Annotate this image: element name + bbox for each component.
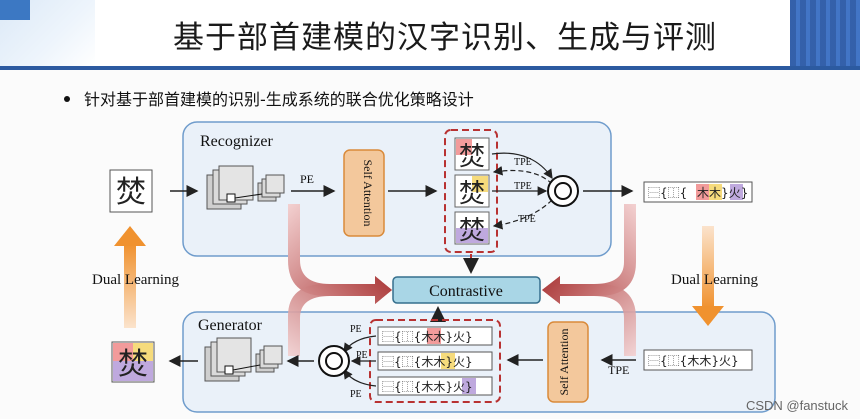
tpe-arrow-1	[491, 152, 553, 179]
highlight-char-3: 焚	[454, 211, 490, 246]
output-char: 焚	[118, 347, 148, 382]
ids-input-bottom: ⿱{⿰{木木}火}	[643, 349, 753, 371]
ids-row-1: ⿱{⿰{木木}火}	[377, 326, 493, 346]
tpe-label-2: TPE	[514, 181, 532, 192]
pe-label-top: PE	[300, 172, 314, 186]
contrastive-box	[392, 276, 541, 304]
highlight-char-2: 焚	[454, 174, 490, 209]
pe-label-1: PE	[350, 324, 362, 335]
ids-row-2: ⿱{⿰{木木}火}	[377, 351, 493, 371]
contrastive-label: Contrastive	[429, 283, 503, 300]
gradient-arrow-br	[542, 276, 636, 356]
title-decoration-right	[790, 0, 860, 66]
svg-text:焚: 焚	[459, 216, 485, 246]
tpe-label-1: TPE	[514, 157, 532, 168]
dual-arrow-left	[124, 244, 136, 328]
highlight-char-1: 焚	[454, 137, 490, 172]
svg-text:焚: 焚	[459, 142, 485, 172]
dual-arrow-right	[702, 226, 714, 308]
decoder-circle-bottom	[318, 345, 350, 377]
title-bar: 基于部首建模的汉字识别、生成与评测	[0, 0, 860, 66]
output-char-box: 焚	[111, 341, 155, 383]
svg-text:⿱{⿰{: ⿱{⿰{	[648, 186, 687, 200]
self-attention-top-label: Self Attention	[361, 160, 375, 227]
bullet-text: 针对基于部首建模的识别-生成系统的联合优化策略设计	[84, 90, 474, 109]
gradient-arrow-bl	[288, 276, 392, 356]
bullet-point: 针对基于部首建模的识别-生成系统的联合优化策略设计	[64, 86, 474, 110]
generator-label: Generator	[198, 317, 263, 334]
ids-row-3: ⿱{⿰{木木}火}	[377, 376, 493, 396]
svg-text:⿱{⿰{木木}火}: ⿱{⿰{木木}火}	[382, 355, 473, 369]
bullet-dot	[64, 95, 70, 102]
dual-learning-right: Dual Learning	[671, 272, 759, 288]
self-attention-box-bottom	[547, 321, 589, 403]
cnn-feature-icon-bottom	[204, 337, 283, 382]
decoder-circle-top	[547, 175, 579, 207]
pe-label-3: PE	[350, 389, 362, 400]
self-attention-box-top	[343, 149, 385, 237]
input-char-box	[109, 169, 153, 213]
pe-label-2: PE	[356, 350, 368, 361]
svg-text:⿱{⿰{木木}火}: ⿱{⿰{木木}火}	[648, 354, 739, 368]
svg-text:⿱{⿰{木木}火}: ⿱{⿰{木木}火}	[382, 380, 473, 394]
title-decoration-left	[0, 0, 95, 66]
input-char: 焚	[116, 175, 146, 210]
slide-title: 基于部首建模的汉字识别、生成与评测	[173, 20, 717, 56]
svg-text:焚: 焚	[459, 179, 485, 209]
ids-output-top: ⿱{⿰{ 木木}火}	[643, 181, 753, 203]
tpe-label-bottom: TPE	[608, 363, 629, 377]
tpe-label-3: TPE	[518, 214, 536, 225]
dual-learning-left: Dual Learning	[92, 272, 180, 288]
title-rule	[0, 66, 860, 70]
recognizer-label: Recognizer	[200, 133, 274, 150]
watermark: CSDN @fanstuck	[745, 398, 848, 413]
svg-text:木木}火}: 木木}火}	[697, 186, 748, 200]
svg-text:⿱{⿰{木木}火}: ⿱{⿰{木木}火}	[382, 330, 473, 344]
self-attention-bottom-label: Self Attention	[557, 329, 571, 396]
cnn-feature-icon-top	[206, 165, 285, 210]
